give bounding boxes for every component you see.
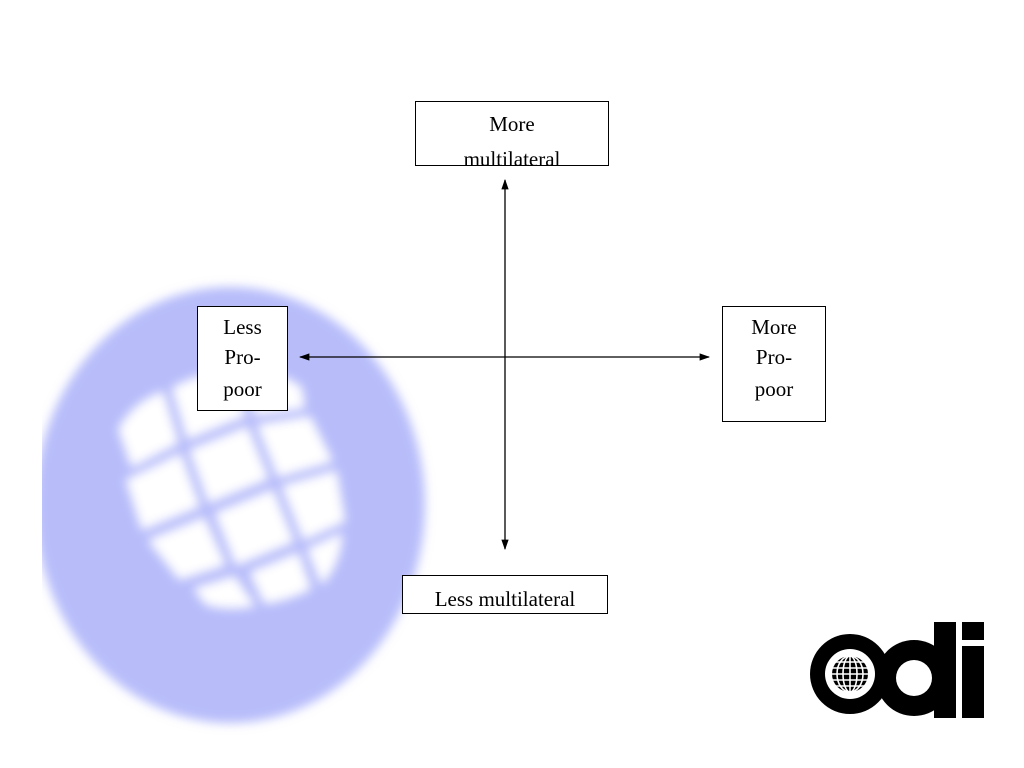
right-label-line-1: More [751,315,797,339]
logo-globe-icon [810,634,890,714]
bottom-label: Less multilateral [434,587,576,611]
left-label-line-3: poor [223,377,262,401]
less-pro-poor-label: Less Pro- poor [197,306,288,411]
logo-letter-d [876,622,956,718]
right-label-line-3: poor [754,377,794,401]
more-pro-poor-label: More Pro- poor [722,306,826,422]
top-label-line-2: multilateral [463,147,561,171]
less-multilateral-label: Less multilateral [402,575,608,614]
left-label-line-2: Pro- [224,345,261,369]
logo-text: odi [808,620,810,621]
right-label-line-2: Pro- [755,345,793,369]
logo-letter-i [962,622,984,718]
left-label-line-1: Less [223,315,262,339]
odi-logo: odi [808,620,984,718]
top-label-line-1: More [489,112,535,136]
more-multilateral-label: More multilateral [415,101,609,171]
